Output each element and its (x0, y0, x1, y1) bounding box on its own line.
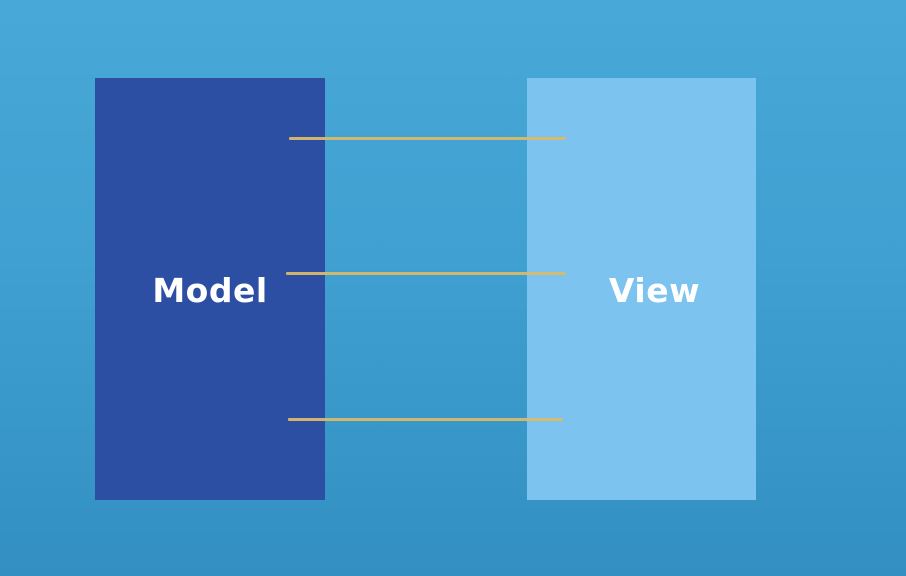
connector-line-bottom (288, 418, 563, 421)
model-label: Model (152, 270, 268, 310)
view-label: View (608, 270, 701, 310)
connector-line-top (289, 137, 566, 140)
model-box: Model (95, 78, 325, 500)
view-box: View (527, 78, 756, 500)
connector-line-middle (286, 272, 566, 275)
